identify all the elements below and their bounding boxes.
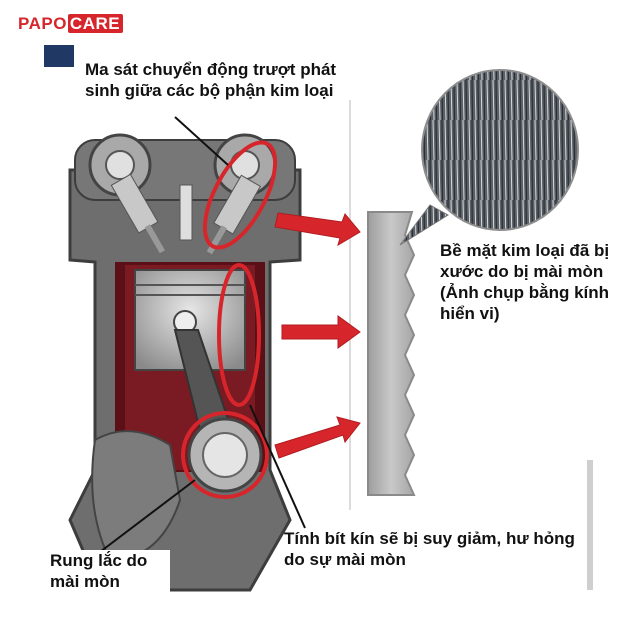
arrow-bottom — [274, 416, 361, 459]
label-sliding-friction: Ma sát chuyển động trượt phát sinh giữa … — [85, 60, 337, 100]
microscope-image — [421, 69, 579, 231]
logo-text-papo: PAPO — [18, 14, 67, 33]
arrow-middle — [281, 315, 361, 349]
label-scratched-surface: Bề mặt kim loại đã bị xước do bị mài mòn… — [440, 241, 610, 323]
leader-friction — [174, 116, 229, 166]
highlight-cylinder-wall — [217, 263, 261, 407]
valve-left — [110, 173, 165, 254]
engine-illustration — [68, 133, 302, 592]
corner-marker — [44, 45, 74, 67]
highlight-valve — [202, 140, 278, 250]
highlight-crank — [181, 411, 269, 499]
label-seal-degradation: Tính bít kín sẽ bị suy giảm, hư hỏng do … — [284, 529, 575, 569]
spark-plug — [179, 184, 193, 241]
arrow-top — [274, 212, 361, 247]
label-vibration: Rung lắc do mài mòn — [50, 550, 170, 592]
crankcase — [91, 430, 182, 562]
logo-text-care: CARE — [67, 14, 124, 33]
leader-seal — [249, 404, 306, 529]
worn-surface-panel — [367, 211, 416, 496]
microscope-pointer — [399, 204, 449, 246]
leader-vibration — [91, 479, 196, 559]
